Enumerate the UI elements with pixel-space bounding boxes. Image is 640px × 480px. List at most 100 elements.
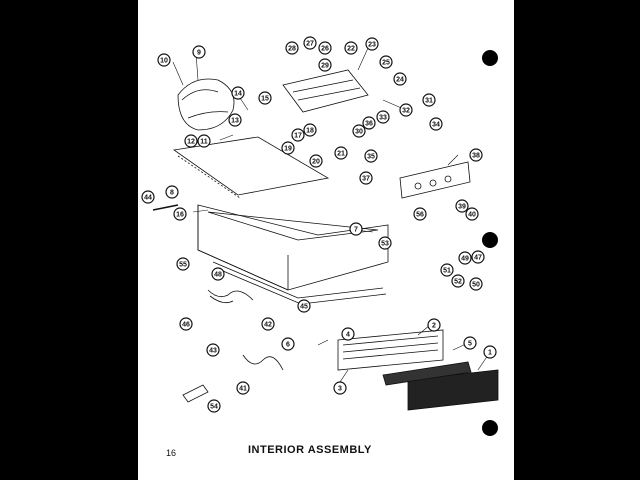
callout-53: 53 <box>378 236 392 250</box>
callout-bubble <box>393 72 407 86</box>
callout-44: 44 <box>141 190 155 204</box>
callout-30: 30 <box>352 124 366 138</box>
side-control-panel <box>399 161 471 199</box>
callout-12: 12 <box>184 134 198 148</box>
callout-label: 2 <box>432 323 436 330</box>
callout-39: 39 <box>455 199 469 213</box>
callout-18: 18 <box>303 123 317 137</box>
callout-label: 52 <box>454 279 462 286</box>
binder-hole-middle <box>482 232 498 248</box>
callout-label: 45 <box>300 304 308 311</box>
callout-bubble <box>440 263 454 277</box>
callout-21: 21 <box>334 146 348 160</box>
callout-49: 49 <box>458 251 472 265</box>
callout-label: 30 <box>355 129 363 136</box>
callout-bubble <box>469 277 483 291</box>
callout-bubble <box>341 327 355 341</box>
callout-50: 50 <box>469 277 483 291</box>
front-grille <box>337 329 444 371</box>
callout-label: 50 <box>472 282 480 289</box>
callout-label: 41 <box>239 386 247 393</box>
callout-32: 32 <box>399 103 413 117</box>
callout-label: 1 <box>488 350 492 357</box>
callout-bubble <box>291 128 305 142</box>
top-panel <box>172 136 330 199</box>
callout-bubble <box>303 123 317 137</box>
callout-label: 32 <box>402 108 410 115</box>
callout-36: 36 <box>362 116 376 130</box>
callout-bubble <box>258 91 272 105</box>
callout-label: 7 <box>354 227 358 234</box>
callout-label: 55 <box>179 262 187 269</box>
callout-55: 55 <box>176 257 190 271</box>
callout-22: 22 <box>344 41 358 55</box>
callout-label: 40 <box>468 212 476 219</box>
callout-bubble <box>318 41 332 55</box>
callout-label: 54 <box>210 404 218 411</box>
callout-16: 16 <box>173 207 187 221</box>
callout-label: 33 <box>379 115 387 122</box>
callout-8: 8 <box>165 185 179 199</box>
callout-bubble <box>427 318 441 332</box>
callout-label: 14 <box>234 91 242 98</box>
diagram-title: INTERIOR ASSEMBLY <box>248 444 372 456</box>
callout-3: 3 <box>333 381 347 395</box>
callout-bubble <box>365 37 379 51</box>
callout-label: 48 <box>214 272 222 279</box>
callout-label: 42 <box>264 322 272 329</box>
drawer-body <box>197 204 389 291</box>
callout-43: 43 <box>206 343 220 357</box>
wire-harness-upper <box>207 289 254 304</box>
callout-label: 10 <box>160 58 168 65</box>
callout-label: 56 <box>416 212 424 219</box>
callout-label: 35 <box>367 154 375 161</box>
callout-label: 18 <box>306 128 314 135</box>
control-board <box>282 69 369 113</box>
callout-label: 39 <box>458 204 466 211</box>
callout-31: 31 <box>422 93 436 107</box>
callout-45: 45 <box>297 299 311 313</box>
callout-label: 22 <box>347 46 355 53</box>
callout-label: 9 <box>197 50 201 57</box>
callout-bubble <box>184 134 198 148</box>
callout-bubble <box>469 148 483 162</box>
callout-label: 4 <box>346 332 350 339</box>
wire-harness-lower <box>242 354 284 371</box>
callout-label: 43 <box>209 348 217 355</box>
callout-bubble <box>359 171 373 185</box>
callout-35: 35 <box>364 149 378 163</box>
leader-lines <box>172 47 489 386</box>
callout-28: 28 <box>285 41 299 55</box>
callout-27: 27 <box>303 36 317 50</box>
callout-15: 15 <box>258 91 272 105</box>
callout-17: 17 <box>291 128 305 142</box>
callout-bubble <box>318 58 332 72</box>
callout-label: 37 <box>362 176 370 183</box>
callout-bubble <box>179 317 193 331</box>
callout-bubble <box>364 149 378 163</box>
callout-label: 5 <box>468 341 472 348</box>
callout-label: 53 <box>381 241 389 248</box>
callout-label: 16 <box>176 212 184 219</box>
callout-19: 19 <box>281 141 295 155</box>
callout-label: 8 <box>170 190 174 197</box>
callout-56: 56 <box>413 207 427 221</box>
small-bracket <box>182 384 209 403</box>
callout-bubble <box>465 207 479 221</box>
callout-33: 33 <box>376 110 390 124</box>
callout-bubble <box>231 86 245 100</box>
callout-bubble <box>399 103 413 117</box>
callout-bubble <box>334 146 348 160</box>
callout-47: 47 <box>471 250 485 264</box>
callout-label: 26 <box>321 46 329 53</box>
callout-9: 9 <box>192 45 206 59</box>
callout-14: 14 <box>231 86 245 100</box>
callout-54: 54 <box>207 399 221 413</box>
callout-label: 24 <box>396 77 404 84</box>
callout-29: 29 <box>318 58 332 72</box>
callout-layer: 1234567891011121314151617181920212223242… <box>141 36 497 413</box>
callout-label: 51 <box>443 268 451 275</box>
callout-label: 6 <box>286 342 290 349</box>
callout-bubble <box>236 381 250 395</box>
